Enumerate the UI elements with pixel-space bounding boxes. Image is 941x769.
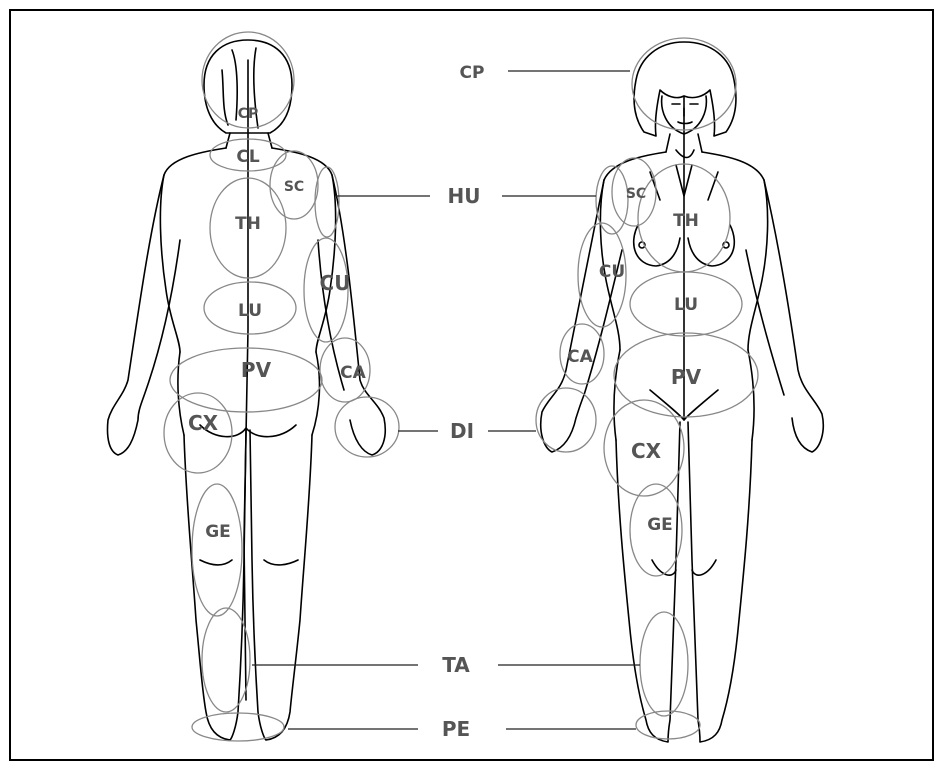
center-label-pe: PE — [442, 717, 470, 741]
back-zone-ta — [202, 608, 250, 712]
front-head — [634, 42, 736, 136]
back-zone-ge — [192, 484, 242, 616]
back-label-th: TH — [235, 214, 261, 234]
back-zone-di — [335, 397, 399, 457]
front-label-sc: SC — [626, 186, 646, 202]
front-zone-ta — [640, 612, 688, 716]
front-label-ge: GE — [647, 515, 673, 535]
back-label-lu: LU — [238, 301, 262, 321]
back-label-cl: CL — [236, 147, 259, 167]
back-label-ca: CA — [340, 363, 366, 383]
front-label-lu: LU — [674, 295, 698, 315]
back-label-ge: GE — [205, 522, 231, 542]
back-figure: CP CL SC TH CU LU PV CA CX GE — [107, 32, 399, 741]
front-figure: SC TH CU LU CA PV CX GE — [536, 38, 823, 742]
center-label-di: DI — [450, 419, 474, 443]
back-label-cx: CX — [188, 411, 219, 435]
back-label-sc: SC — [284, 179, 304, 195]
center-label-ta: TA — [442, 653, 470, 677]
center-label-hu: HU — [448, 184, 481, 208]
back-label-cp: CP — [238, 106, 259, 122]
back-label-pv: PV — [241, 358, 272, 382]
front-label-pv: PV — [671, 365, 702, 389]
front-label-ca: CA — [567, 347, 593, 367]
front-label-th: TH — [673, 211, 699, 231]
center-label-cp: CP — [460, 63, 485, 83]
back-label-cu: CU — [320, 271, 351, 295]
front-label-cx: CX — [631, 439, 662, 463]
front-label-cu: CU — [599, 262, 625, 282]
back-legs — [184, 430, 312, 740]
